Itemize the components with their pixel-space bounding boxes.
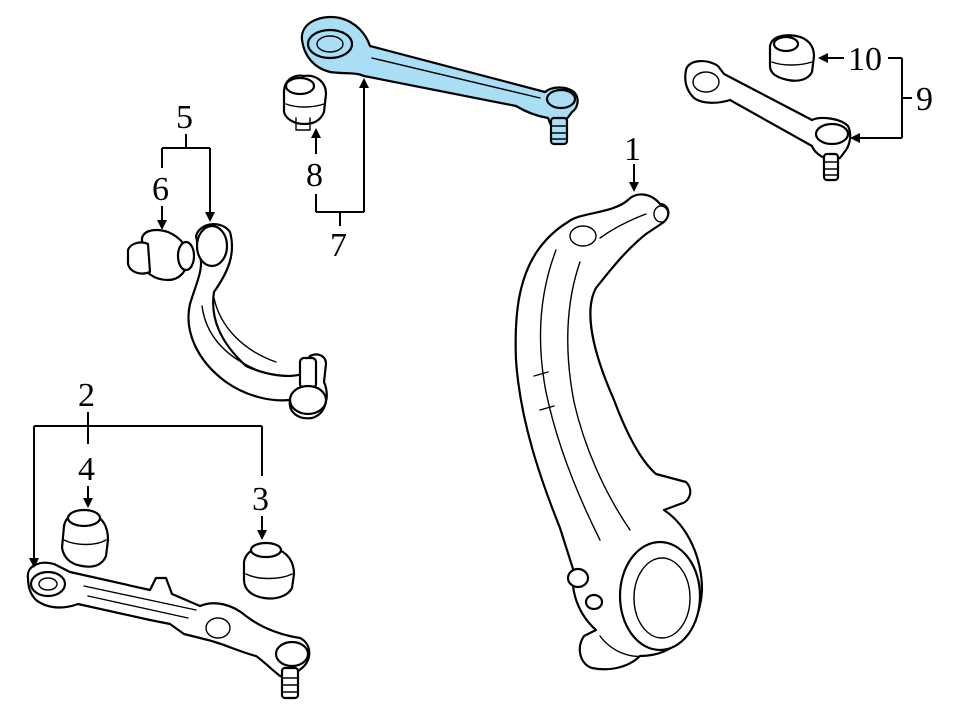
bushing-10[interactable] (768, 34, 816, 82)
upper-arm-9[interactable] (684, 60, 852, 182)
bushing-8[interactable] (282, 74, 328, 131)
callout-9: 9 (916, 81, 933, 118)
callout-10: 10 (848, 41, 882, 78)
callout-2: 2 (78, 377, 95, 414)
lower-arm-2[interactable] (26, 561, 311, 700)
callout-6: 6 (152, 171, 169, 208)
lower-arm-5[interactable] (187, 223, 328, 420)
callout-7: 7 (330, 227, 347, 264)
callout-5: 5 (176, 99, 193, 136)
bushing-3[interactable] (242, 541, 296, 600)
callout-1: 1 (624, 131, 641, 168)
leader-5 (162, 134, 210, 220)
steering-knuckle-1[interactable] (514, 193, 704, 671)
leader-9 (852, 57, 912, 138)
bushing-4[interactable] (60, 508, 110, 568)
callout-4: 4 (78, 451, 95, 488)
callout-3: 3 (252, 481, 269, 518)
callout-8: 8 (306, 157, 323, 194)
leader-2 (34, 412, 262, 566)
bushing-6[interactable] (126, 228, 196, 282)
leader-7 (316, 80, 364, 226)
upper-control-arm-7[interactable] (300, 15, 579, 146)
